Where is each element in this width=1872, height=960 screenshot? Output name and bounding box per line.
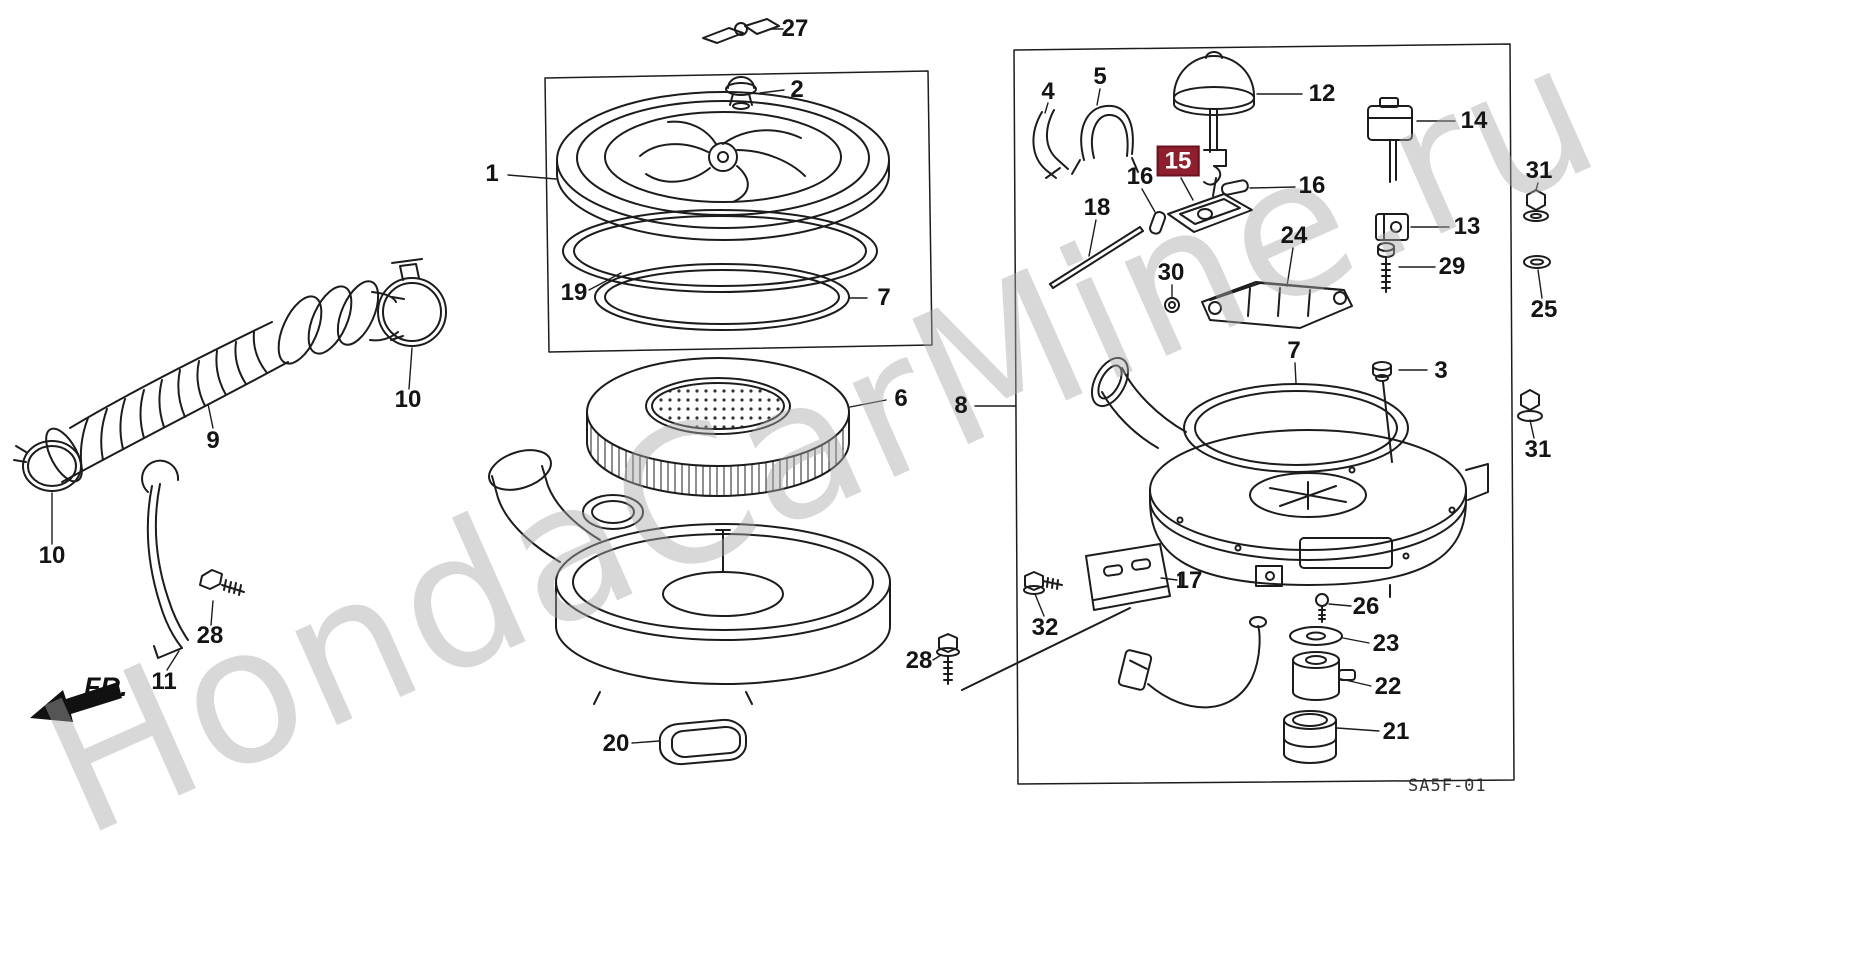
right-assembly-box [1013,43,1515,785]
part-7-seal-ring-left [594,263,850,331]
leader-lines [51,28,1543,744]
part-6-filter-element [586,357,850,497]
part-label-29[interactable]: 29 [1438,253,1466,280]
part-label-17[interactable]: 17 [1175,567,1203,594]
part-label-31[interactable]: 31 [1525,157,1553,184]
part-23-disc [1289,626,1343,646]
part-label-30[interactable]: 30 [1157,259,1185,286]
part-label-28[interactable]: 28 [905,647,933,674]
part-label-20[interactable]: 20 [602,730,630,757]
part-label-16[interactable]: 16 [1126,163,1154,190]
part-label-28[interactable]: 28 [196,622,224,649]
part-2-wing-nut [725,76,757,110]
part-label-31[interactable]: 31 [1524,436,1552,463]
fr-direction-label: FR. [84,672,128,702]
fr-arrow-icon [30,682,122,722]
part-label-18[interactable]: 18 [1083,194,1111,221]
part-label-6[interactable]: 6 [894,385,908,412]
part-27-clamp [702,18,780,44]
part-label-8[interactable]: 8 [954,392,968,419]
part-17-bracket [1085,543,1171,611]
part-10-hose-band-top [377,258,447,347]
part-31-nut-top [1523,189,1549,222]
part-4-clip [1032,109,1069,179]
part-label-14[interactable]: 14 [1460,107,1488,134]
part-21-cup [1283,710,1337,764]
part-25-washer [1523,255,1551,269]
part-22-body [1292,651,1356,701]
part-11-bracket-wire [141,459,189,659]
part-32-bolt [1023,571,1063,595]
diagram-code: SA5F-01 [1408,776,1487,796]
air-cleaner-case [488,449,891,705]
part-label-11[interactable]: 11 [151,668,177,695]
part-label-16[interactable]: 16 [1298,172,1326,199]
part-1-air-cleaner-cover [556,91,890,241]
part-3-grommet [1372,361,1393,463]
part-label-21[interactable]: 21 [1382,718,1410,745]
part-18-rod [1049,226,1144,289]
part-label-7[interactable]: 7 [1287,337,1301,364]
part-15-bracket-plate [1167,177,1253,233]
part-label-15[interactable]: 15 [1156,145,1200,177]
part-30-nut [1164,297,1180,313]
part-label-13[interactable]: 13 [1453,213,1481,240]
part-16-pin-right [1220,179,1249,196]
part-10-hose-band-left [13,440,82,492]
part-28-bolt-right [936,633,960,685]
part-28-bolt-left [199,569,245,596]
part-label-4[interactable]: 4 [1041,78,1055,105]
part-16-pin-left [1149,211,1167,235]
part-label-26[interactable]: 26 [1352,593,1380,620]
part-19-gasket-ring [562,209,878,293]
part-label-3[interactable]: 3 [1434,357,1448,384]
part-12-vacuum-motor [1173,51,1255,186]
part-label-7[interactable]: 7 [877,284,891,311]
part-29-bolt [1377,242,1395,293]
part-label-27[interactable]: 27 [781,15,809,42]
sensor-connector-and-wire [961,607,1267,709]
air-cleaner-housing-right [1090,356,1489,598]
part-label-12[interactable]: 12 [1308,80,1336,107]
part-label-24[interactable]: 24 [1280,222,1308,249]
part-5-clamp [1071,104,1139,175]
part-label-25[interactable]: 25 [1530,296,1558,323]
part-label-32[interactable]: 32 [1031,614,1059,641]
part-label-9[interactable]: 9 [206,427,220,454]
cover-assembly-box [544,70,933,353]
part-7-seal-ring-right [1183,383,1409,473]
part-label-22[interactable]: 22 [1374,673,1402,700]
part-label-23[interactable]: 23 [1372,630,1400,657]
part-label-1[interactable]: 1 [485,160,499,187]
part-14-check-valve [1367,97,1413,183]
part-label-10[interactable]: 10 [394,386,422,413]
part-13-block [1375,213,1409,241]
part-20-gasket [658,718,748,766]
part-24-bracket [1201,281,1353,329]
part-26-screw [1315,593,1329,623]
part-label-10[interactable]: 10 [38,542,66,569]
part-9-air-intake-hose [45,280,405,483]
part-label-19[interactable]: 19 [560,279,588,306]
part-label-2[interactable]: 2 [790,76,804,103]
part-label-5[interactable]: 5 [1093,63,1107,90]
